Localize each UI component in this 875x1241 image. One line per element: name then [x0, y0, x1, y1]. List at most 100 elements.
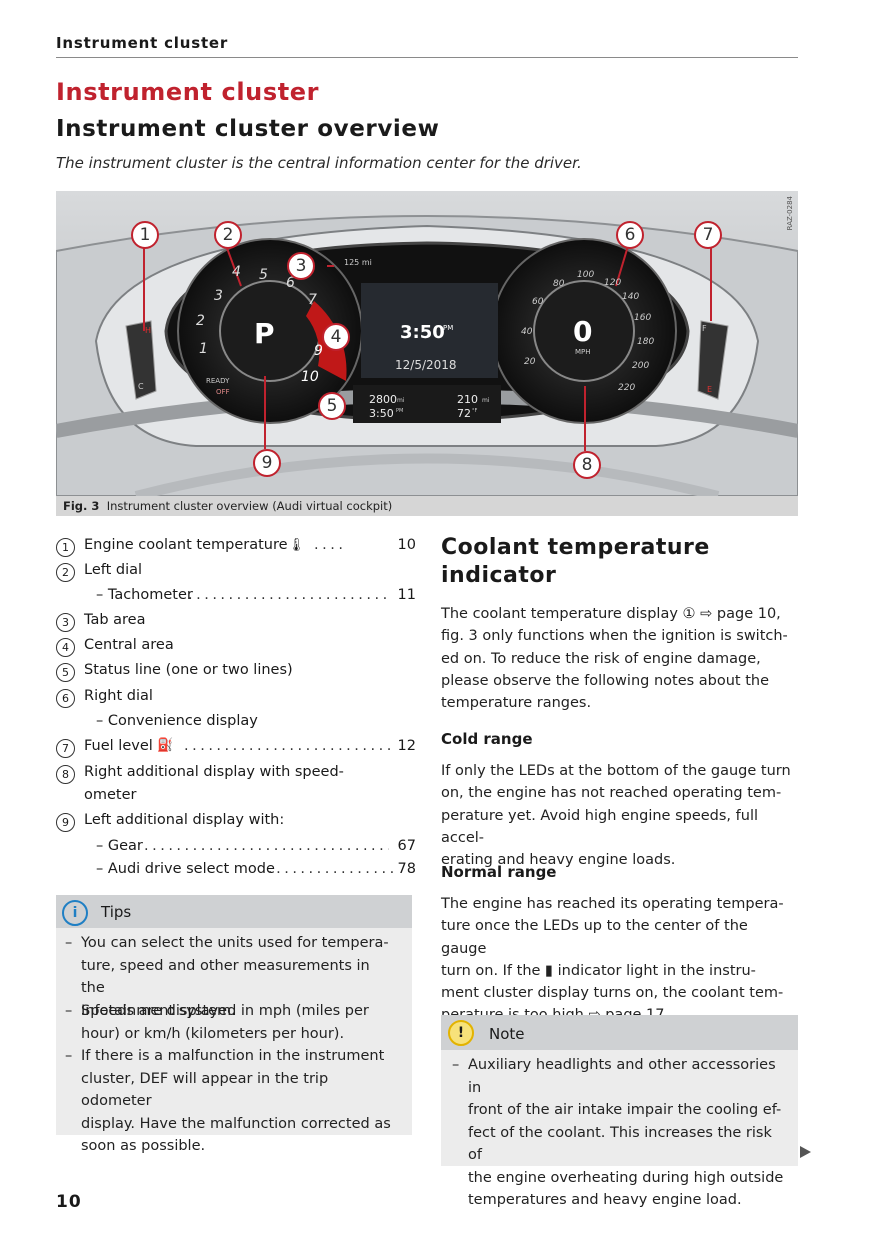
warning-icon: !: [448, 1020, 474, 1046]
text-line: soon as possible.: [81, 1138, 206, 1154]
legend-continuation: ometer: [56, 787, 416, 809]
center-date: 12/5/2018: [395, 358, 457, 372]
legend-label: Central area: [84, 637, 174, 653]
speed-tick: 220: [618, 383, 636, 393]
note-bullet-text: Auxiliary headlights and other accessori…: [468, 1054, 788, 1212]
ready-label: READY: [206, 377, 230, 385]
callout-1: 1: [131, 221, 159, 249]
legend-item: 4 Central area: [56, 637, 416, 659]
fuel-empty-label: E: [707, 385, 713, 394]
legend-number: 3: [56, 613, 75, 632]
legend-label: ometer: [84, 787, 137, 803]
legend-sublabel: – Audi drive select mode: [96, 861, 275, 877]
legend-number: 9: [56, 813, 75, 832]
legend-number: 2: [56, 563, 75, 582]
tach-tick: 4: [232, 264, 241, 280]
tips-bullet: – Speeds are displayed in mph (miles per…: [65, 1000, 405, 1046]
legend-label: Tab area: [84, 612, 146, 628]
leader-dots: .................................: [188, 587, 388, 603]
speed-tick: 40: [521, 327, 533, 337]
callout-4: 4: [322, 323, 350, 351]
legend-page: 78: [397, 861, 416, 877]
text-line: erating and heavy engine loads.: [441, 852, 676, 869]
legend-number: 6: [56, 689, 75, 708]
text-line: The engine has reached its operating tem…: [441, 896, 784, 912]
tab-range: 125 mi: [344, 258, 372, 267]
text-line: perature yet. Avoid high engine speeds, …: [441, 807, 759, 846]
tach-tick: 2: [196, 313, 205, 329]
legend-subitem: – Gear .................................…: [56, 838, 416, 860]
continue-arrow-icon: [800, 1146, 811, 1158]
text-line: the engine overheating during high outsi…: [468, 1169, 784, 1186]
text-line: please observe the following notes about…: [441, 672, 770, 689]
coolant-intro: The coolant temperature display ① ⇨ page…: [441, 603, 797, 714]
note-body: [441, 1050, 798, 1166]
figure-number: Fig. 3: [63, 499, 100, 513]
text-line: Speeds are displayed in mph (miles per: [81, 1003, 369, 1019]
text-line: If only the LEDs at the bottom of the ga…: [441, 763, 791, 779]
text-line: hour) or km/h (kilometers per hour).: [81, 1025, 345, 1042]
status-range-unit: mi: [482, 397, 490, 404]
legend-label: Right additional display with speed-: [84, 764, 344, 780]
coolant-cold-label: C: [138, 382, 144, 391]
legend-number: 8: [56, 765, 75, 784]
legend-subitem: – Convenience display: [56, 713, 416, 735]
tips-bullet: – You can select the units used for temp…: [65, 932, 405, 1019]
status-time-suffix: PM: [396, 408, 404, 414]
legend-page: 12: [397, 738, 416, 754]
text-line: Auxiliary headlights and other accessori…: [468, 1057, 776, 1096]
leader-dots: ...................................: [184, 738, 394, 754]
legend-item: 2 Left dial: [56, 562, 416, 584]
chapter-title: Instrument cluster: [56, 78, 320, 106]
speed-tick: 180: [637, 337, 655, 347]
callout-5: 5: [318, 392, 346, 420]
status-time: 3:50: [369, 407, 394, 420]
leader-dots: .....................: [268, 861, 393, 877]
cold-range-heading: Cold range: [441, 730, 533, 748]
speed-tick: 120: [604, 278, 622, 288]
leader-dots: ....: [314, 537, 347, 553]
tach-tick: 10: [301, 369, 319, 385]
normal-range-heading: Normal range: [441, 863, 557, 881]
speed-tick: 100: [577, 270, 595, 280]
speed-tick: 140: [622, 292, 640, 302]
center-time: 3:50: [400, 322, 445, 343]
legend-sublabel: – Tachometer: [96, 587, 193, 603]
legend-page: 11: [397, 587, 416, 603]
text-line: temperature ranges.: [441, 695, 592, 712]
info-icon: i: [62, 900, 88, 926]
legend-number: 5: [56, 663, 75, 682]
text-line: ture, speed and other measurements in th…: [81, 957, 370, 997]
text-line: You can select the units used for temper…: [81, 935, 389, 951]
figure-caption-text: Instrument cluster overview (Audi virtua…: [106, 499, 393, 513]
speed-unit: MPH: [575, 348, 591, 356]
legend-item: 9 Left additional display with:: [56, 812, 416, 834]
fuel-full-label: F: [702, 324, 707, 333]
section-title: Instrument cluster overview: [56, 116, 440, 142]
intro-text: The instrument cluster is the central in…: [56, 154, 582, 172]
text-line: If there is a malfunction in the instrum…: [81, 1048, 385, 1064]
text-line: ment cluster display turns on, the coola…: [441, 985, 784, 1002]
legend-item: 5 Status line (one or two lines): [56, 662, 416, 684]
text-line: turn on. If the ▮ indicator light in the…: [441, 962, 756, 979]
legend-page: 67: [397, 838, 416, 854]
header-divider: [56, 57, 798, 58]
note-title: Note: [489, 1025, 525, 1043]
tips-bullet-text: If there is a malfunction in the instrum…: [81, 1045, 391, 1158]
text-line: ed on. To reduce the risk of engine dama…: [441, 650, 761, 667]
text-line: display. Have the malfunction corrected …: [81, 1115, 391, 1132]
figure-caption: Fig. 3 Instrument cluster overview (Audi…: [63, 499, 392, 513]
coolant-icon: 🌡: [288, 538, 305, 553]
coolant-hot-label: H: [145, 326, 152, 335]
off-label: OFF: [216, 388, 230, 396]
legend-item: 6 Right dial: [56, 688, 416, 710]
legend-label: Fuel level: [84, 738, 153, 754]
status-temp: 72: [457, 407, 471, 420]
callout-9: 9: [253, 449, 281, 477]
legend-label: Right dial: [84, 688, 153, 704]
legend-label: Engine coolant temperature: [84, 537, 288, 553]
tach-tick: 5: [259, 267, 268, 283]
tach-tick: 9: [314, 343, 323, 359]
speed-tick: 20: [524, 357, 536, 367]
legend-number: 1: [56, 538, 75, 557]
